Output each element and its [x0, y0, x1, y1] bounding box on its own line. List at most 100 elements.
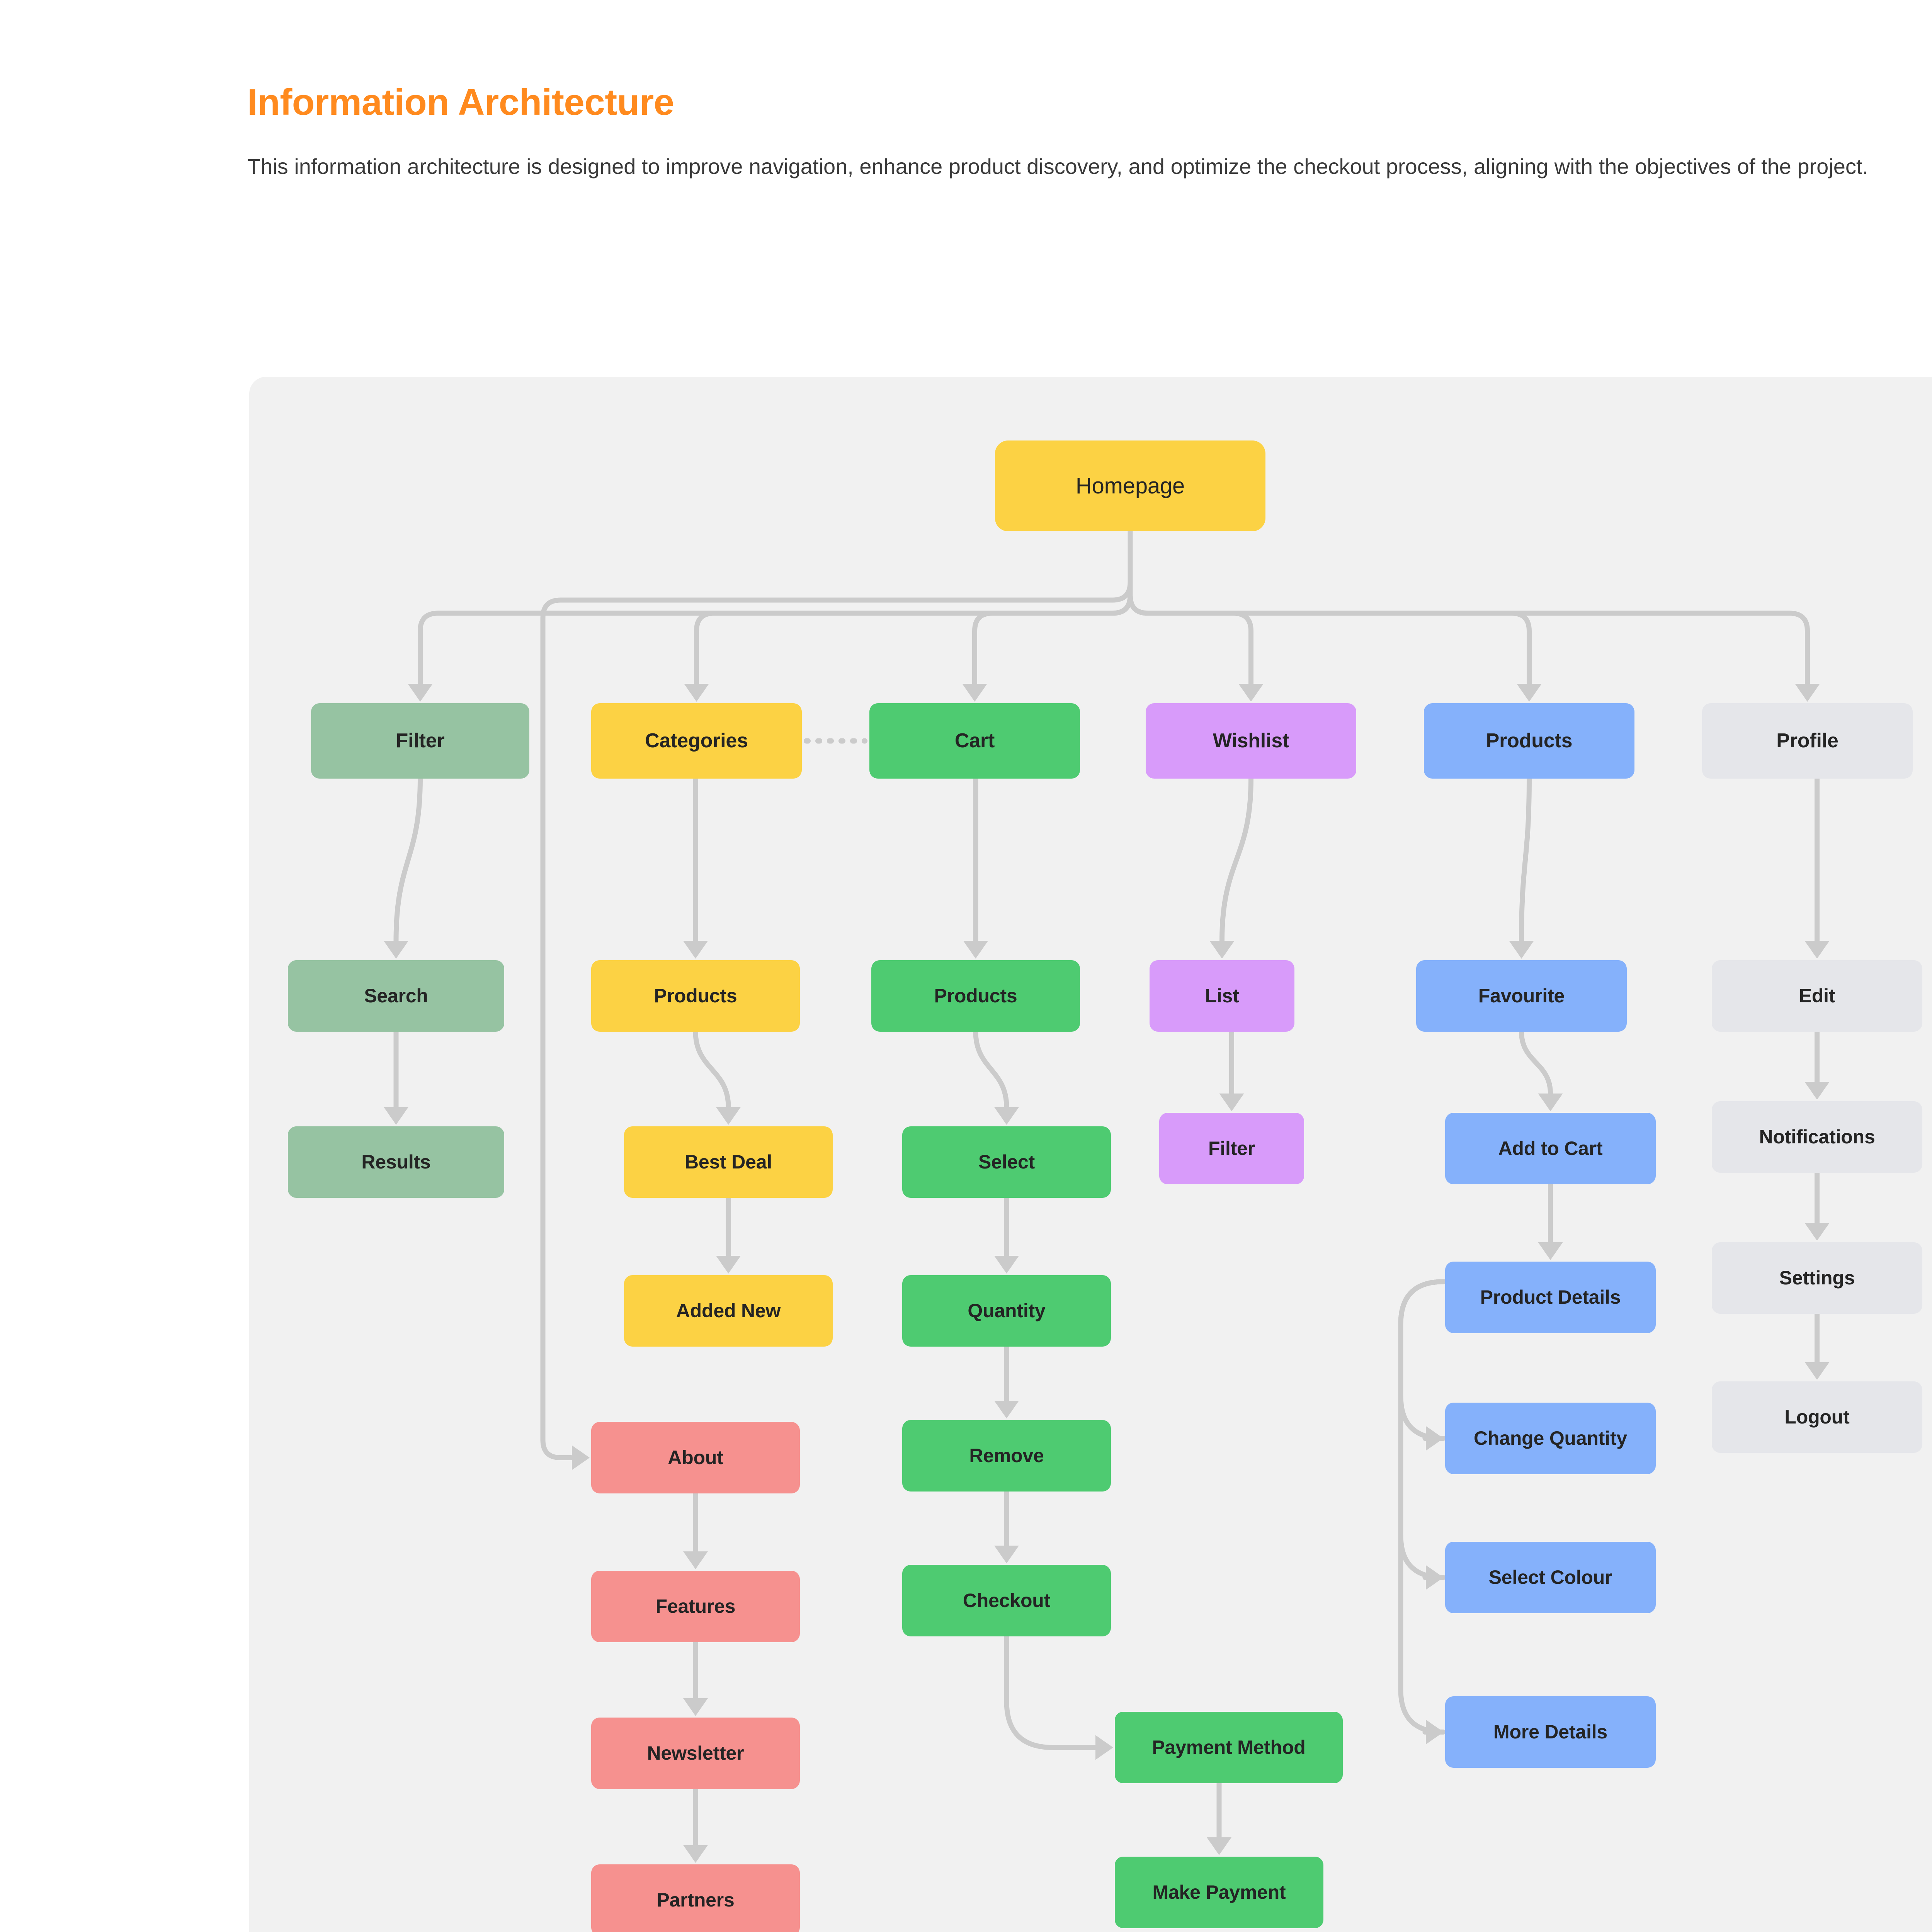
node-partners[interactable]: Partners [591, 1864, 800, 1932]
node-quantity[interactable]: Quantity [902, 1275, 1111, 1347]
node-label: Favourite [1478, 985, 1565, 1007]
node-label: Select [978, 1151, 1035, 1173]
edge-favourite-to-add-to-cart [1519, 1029, 1553, 1096]
node-label: Filter [1208, 1138, 1255, 1159]
node-wishlist[interactable]: Wishlist [1146, 703, 1356, 779]
node-label: Filter [396, 729, 445, 752]
edge-quantity-to-remove-arrow [994, 1401, 1019, 1418]
node-label: Features [655, 1595, 736, 1617]
node-results[interactable]: Results [288, 1126, 504, 1198]
edge-cart-products-to-select [973, 1029, 1009, 1110]
edge-homepage-to-profile [1128, 529, 1810, 687]
edge-product-details-to-more-details [1398, 1279, 1446, 1735]
node-list[interactable]: List [1150, 960, 1294, 1032]
node-edit[interactable]: Edit [1712, 960, 1922, 1032]
edge-categories-to-cat-products-arrow [683, 941, 708, 959]
edge-homepage-to-products-nav [1128, 529, 1532, 687]
node-homepage[interactable]: Homepage [995, 440, 1265, 531]
node-payment-method[interactable]: Payment Method [1115, 1712, 1343, 1783]
node-label: More Details [1493, 1721, 1607, 1743]
node-filter[interactable]: Filter [311, 703, 529, 779]
node-label: Logout [1784, 1406, 1850, 1428]
node-label: Profile [1776, 729, 1838, 752]
edge-cat-products-to-best-deal-arrow [716, 1107, 741, 1125]
node-label: Products [1486, 729, 1573, 752]
node-product-details[interactable]: Product Details [1445, 1262, 1656, 1333]
node-label: Payment Method [1152, 1736, 1306, 1758]
node-label: Product Details [1480, 1286, 1621, 1308]
edge-product-details-to-change-quantity-arrow [1426, 1426, 1444, 1451]
edge-homepage-to-wishlist [1128, 529, 1253, 687]
edge-homepage-to-about-arrow [572, 1445, 590, 1470]
node-profile[interactable]: Profile [1702, 703, 1913, 779]
node-label: Added New [676, 1300, 781, 1321]
node-label: Homepage [1075, 473, 1185, 498]
edge-checkout-to-payment-method [1004, 1634, 1097, 1750]
node-label: Cart [954, 729, 995, 752]
edge-wishlist-to-list-arrow [1209, 941, 1235, 959]
node-wish-filter[interactable]: Filter [1159, 1113, 1304, 1184]
edge-homepage-to-profile-arrow [1795, 684, 1820, 702]
edge-products-nav-to-favourite [1519, 776, 1532, 944]
node-make-payment[interactable]: Make Payment [1115, 1857, 1323, 1928]
page-description: This information architecture is designe… [247, 154, 1869, 179]
node-label: Quantity [968, 1300, 1046, 1321]
node-label: Products [934, 985, 1017, 1007]
node-about[interactable]: About [591, 1422, 800, 1493]
edge-filter-to-search-arrow [384, 941, 408, 959]
node-settings[interactable]: Settings [1712, 1242, 1922, 1314]
node-label: Add to Cart [1498, 1138, 1603, 1159]
node-label: Select Colour [1488, 1566, 1612, 1588]
edge-filter-to-search [393, 776, 423, 944]
edge-newsletter-to-partners-arrow [683, 1845, 708, 1863]
node-label: Search [364, 985, 428, 1007]
node-add-to-cart[interactable]: Add to Cart [1445, 1113, 1656, 1184]
edge-favourite-to-add-to-cart-arrow [1538, 1094, 1563, 1111]
node-label: Make Payment [1152, 1881, 1286, 1903]
edge-homepage-to-cart-arrow [962, 684, 987, 702]
node-select[interactable]: Select [902, 1126, 1111, 1198]
node-search[interactable]: Search [288, 960, 504, 1032]
node-checkout[interactable]: Checkout [902, 1565, 1111, 1636]
edge-search-to-results-arrow [384, 1107, 408, 1125]
node-label: Categories [645, 729, 748, 752]
node-features[interactable]: Features [591, 1571, 800, 1642]
node-best-deal[interactable]: Best Deal [624, 1126, 833, 1198]
edge-homepage-to-cart [972, 529, 1133, 687]
node-remove[interactable]: Remove [902, 1420, 1111, 1492]
node-products-nav[interactable]: Products [1424, 703, 1634, 779]
node-label: Remove [969, 1445, 1044, 1466]
node-more-details[interactable]: More Details [1445, 1696, 1656, 1768]
edge-product-details-to-more-details-arrow [1426, 1719, 1444, 1745]
node-notifications[interactable]: Notifications [1712, 1101, 1922, 1173]
node-cart-products[interactable]: Products [871, 960, 1080, 1032]
edge-wishlist-to-list [1219, 776, 1253, 944]
node-label: Partners [656, 1889, 735, 1911]
node-cart[interactable]: Cart [869, 703, 1080, 779]
edge-cart-products-to-select-arrow [994, 1107, 1019, 1125]
edge-homepage-to-categories [694, 529, 1133, 687]
node-categories[interactable]: Categories [591, 703, 802, 779]
edge-homepage-to-products-nav-arrow [1517, 684, 1542, 702]
edge-product-details-to-select-colour [1398, 1279, 1446, 1580]
node-cat-products[interactable]: Products [591, 960, 800, 1032]
node-favourite[interactable]: Favourite [1416, 960, 1627, 1032]
edge-profile-to-edit-arrow [1804, 941, 1830, 959]
edge-list-to-wish-filter-arrow [1219, 1094, 1244, 1111]
edge-cart-to-cart-products-arrow [963, 941, 988, 959]
node-label: Results [361, 1151, 431, 1173]
edge-settings-to-logout-arrow [1804, 1362, 1830, 1380]
node-newsletter[interactable]: Newsletter [591, 1718, 800, 1789]
node-logout[interactable]: Logout [1712, 1381, 1922, 1453]
node-added-new[interactable]: Added New [624, 1275, 833, 1347]
node-label: About [668, 1447, 723, 1468]
edge-remove-to-checkout-arrow [994, 1546, 1019, 1563]
node-change-quantity[interactable]: Change Quantity [1445, 1403, 1656, 1474]
node-label: Newsletter [647, 1742, 744, 1764]
edge-payment-method-to-make-payment-arrow [1207, 1837, 1231, 1855]
node-select-colour[interactable]: Select Colour [1445, 1542, 1656, 1613]
node-label: Wishlist [1213, 729, 1289, 752]
edge-notifications-to-settings-arrow [1804, 1223, 1830, 1241]
